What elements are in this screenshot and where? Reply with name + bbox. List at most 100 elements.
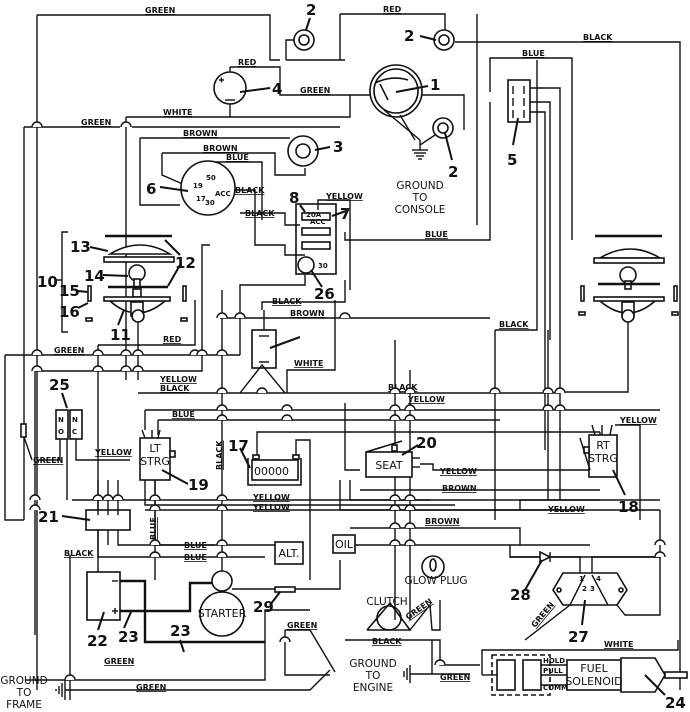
wire-hop — [196, 349, 208, 356]
wire-label: BROWN — [203, 144, 238, 153]
rt-strg-line2: STRG — [588, 452, 618, 465]
fuel-solenoid-line1: FUEL — [580, 662, 608, 675]
label-diode-28: 28 — [510, 586, 531, 604]
wire-hop — [404, 522, 416, 529]
wire-label: BLACK — [64, 549, 94, 558]
wire-hop — [31, 349, 43, 356]
label-switch-5: 5 — [507, 151, 517, 169]
wire-hop — [281, 404, 293, 411]
wire-label: BLUE — [184, 553, 207, 562]
wire-label: GREEN — [136, 683, 166, 692]
wire-label: WHITE — [163, 108, 192, 117]
wire-hop — [389, 494, 401, 501]
wire-hop — [389, 414, 401, 421]
solenoid-term-comm: COMM — [543, 684, 568, 692]
wire-hop — [216, 387, 228, 394]
label-lamp-2-right: 2 — [404, 27, 414, 45]
wire-hop — [120, 121, 132, 128]
wire-label: RED — [163, 335, 182, 344]
wire-hop — [149, 494, 161, 501]
wire-label: BLUE — [522, 49, 545, 58]
wire-hop — [389, 539, 401, 546]
wire-hop — [132, 349, 144, 356]
relay-26-terminal: 30 — [318, 262, 328, 270]
wire-label: BLUE — [184, 541, 207, 550]
label-ignition-6: 6 — [146, 180, 156, 198]
hour-meter-digits: 00000 — [254, 465, 289, 478]
wire-hop — [404, 494, 416, 501]
wire-hop — [92, 365, 104, 372]
wire-hop — [120, 365, 132, 372]
wire-hop — [216, 551, 228, 558]
label-cable-23b: 23 — [170, 622, 191, 640]
reg-term-3: 3 — [590, 585, 595, 593]
label-lamp-2-console: 2 — [448, 163, 458, 181]
wire-label: GREEN — [81, 118, 111, 127]
wire-hop — [112, 494, 124, 501]
label-seat-20: 20 — [416, 434, 437, 452]
reg-term-1: 1 — [579, 575, 584, 583]
wire-label: BLACK — [235, 186, 265, 195]
wire-label: RED — [383, 5, 402, 14]
switch-5 — [507, 79, 531, 146]
ground-engine-line3: ENGINE — [353, 682, 393, 694]
label-headlight-10: 10 — [37, 273, 58, 291]
wire-hop — [29, 504, 41, 511]
wire-label: YELLOW — [159, 375, 197, 384]
seat-switch-20 — [365, 440, 420, 478]
gauge-1 — [369, 64, 429, 141]
wire-hop — [389, 522, 401, 529]
ground-frame-line1: GROUND — [0, 675, 47, 687]
wire-crossing-hops — [29, 121, 666, 681]
fuel-solenoid-24 — [481, 640, 688, 696]
wire-hop — [542, 404, 554, 411]
wire-hop — [434, 659, 446, 666]
wire-hop — [389, 387, 401, 394]
ground-engine-line2: TO — [365, 670, 381, 682]
wire-hop — [92, 349, 104, 356]
label-lamp-3: 3 — [333, 138, 343, 156]
label-lamp-2-top: 2 — [306, 1, 316, 19]
label-screw-15: 15 — [59, 282, 80, 300]
label-nut-16: 16 — [59, 303, 80, 321]
ign-terminal-19: 19 — [193, 182, 203, 190]
wire-label: YELLOW — [619, 416, 657, 425]
label-rt-strg-18: 18 — [618, 498, 639, 516]
wire-hop — [404, 504, 416, 511]
wire-label: BLUE — [425, 230, 448, 239]
clutch — [345, 600, 480, 666]
label-cable-23a: 23 — [118, 628, 139, 646]
wire-hop — [404, 414, 416, 421]
seat-text: SEAT — [375, 459, 403, 472]
wire-hop — [132, 365, 144, 372]
switch-25-nc-n: N — [72, 416, 78, 424]
wire-label: BLUE — [149, 517, 158, 540]
wire-hop — [256, 387, 268, 394]
wire-hop — [389, 504, 401, 511]
oil-text: OIL — [335, 538, 354, 551]
wire-hop — [554, 404, 566, 411]
wire-hop — [64, 674, 76, 681]
alt-text: ALT. — [278, 547, 299, 560]
label-reflector-11: 11 — [110, 326, 131, 344]
wire-label: BROWN — [183, 129, 218, 138]
lamp-2-console — [419, 117, 454, 161]
lamp-2-top — [293, 17, 315, 51]
label-switch-25: 25 — [49, 376, 70, 394]
headlight-assembly-left — [56, 231, 188, 380]
wire-hop — [29, 494, 41, 501]
label-lens-13: 13 — [70, 238, 91, 256]
lamp-2-right — [419, 29, 455, 51]
wire-label: GREEN — [300, 86, 330, 95]
ground-console-line2: TO — [412, 192, 428, 204]
wire-label: BLACK — [215, 440, 224, 470]
lt-strg-line1: LT — [149, 442, 161, 455]
wire-label: BLACK — [372, 637, 402, 646]
wire-label: YELLOW — [252, 503, 290, 512]
headlight-assembly-right — [560, 234, 679, 393]
switch-25-no-o: O — [58, 428, 64, 436]
label-fuse-7: 7 — [340, 205, 350, 223]
wire-hop — [234, 312, 246, 319]
wire-hop — [216, 312, 228, 319]
